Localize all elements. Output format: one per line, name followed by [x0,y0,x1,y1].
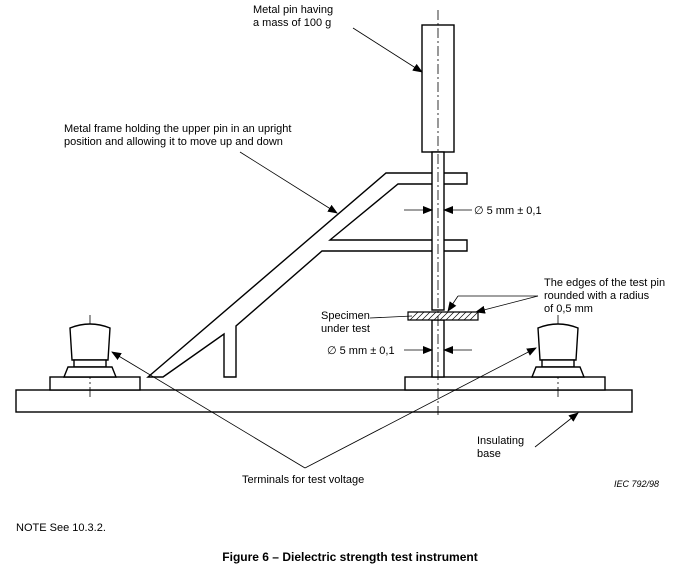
label-metal-frame: Metal frame holding the upper pin in an … [64,123,295,148]
label-dimension-lower: ∅ 5 mm ± 0,1 [327,345,395,357]
base-plate-right [404,376,606,391]
terminal-leader-left [111,351,306,469]
figure-reference: IEC 792/98 [614,479,659,489]
specimen-hatching [409,311,479,321]
insulating-base [15,389,633,413]
base-plate-left [49,376,141,391]
metal-pin-leader [352,27,423,73]
right-terminal [530,323,586,378]
label-dimension-upper: ∅ 5 mm ± 0,1 [474,205,542,217]
metal-frame [146,172,468,378]
left-terminal [62,323,118,378]
label-edges: The edges of the test pin rounded with a… [544,277,668,315]
label-specimen: Specimen under test [321,310,373,335]
label-metal-pin: Metal pin having a mass of 100 g [253,4,336,29]
label-insulating-base: Insulating base [477,435,527,460]
note-text: NOTE See 10.3.2. [16,522,106,534]
edges-leader-3 [475,295,539,314]
edges-leader-2 [447,295,459,312]
label-terminals: Terminals for test voltage [242,474,364,486]
base-leader [534,412,579,448]
metal-frame-leader [239,151,338,214]
terminal-leader-right [304,347,537,469]
specimen-leader [369,315,413,319]
figure-caption: Figure 6 – Dielectric strength test inst… [222,550,477,564]
specimen [407,311,479,321]
